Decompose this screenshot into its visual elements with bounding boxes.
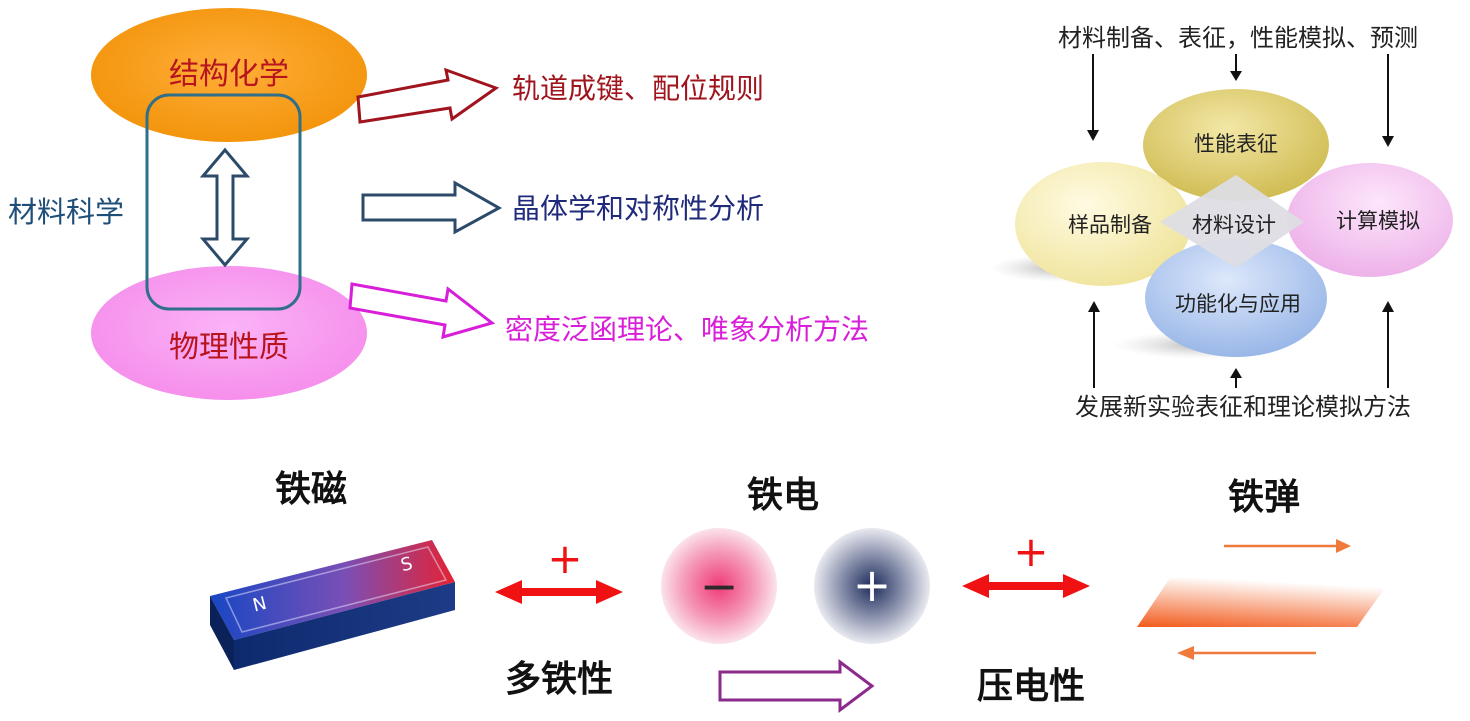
bottom-arrows [1088,301,1394,388]
left-panel: 结构化学 物理性质 材料科学 轨道成键、配位规则 晶体学和对称性分析 密度泛函理… [8,8,869,400]
physical-properties-ellipse [91,266,367,400]
ferromagnetic-label: 铁磁 [275,469,347,510]
arrow-orbital-bonding-icon [356,67,500,124]
multiferroic-label: 多铁性 [505,659,613,700]
structural-chemistry-label: 结构化学 [169,57,289,92]
arrow-crystallography-icon [361,180,503,235]
petal-functionalization [1145,239,1327,357]
magnet-north-label: N [251,593,269,617]
materials-design-diamond [1160,175,1304,268]
physical-properties-label: 物理性质 [169,330,289,365]
petal-characterization-label: 性能表征 [1194,132,1278,156]
bottom-caption: 发展新实验表征和理论模拟方法 [1075,393,1411,421]
negative-charge-sign: − [700,559,739,613]
top-caption: 材料制备、表征，性能模拟、预测 [1058,24,1418,52]
arrow-dft-icon [348,282,496,340]
petal-characterization [1143,89,1329,201]
petal-sample-preparation-label: 样品制备 [1068,213,1152,237]
top-arrows [1087,54,1394,147]
negative-charge-icon [661,528,777,644]
materials-science-frame [145,93,302,311]
positive-charge-icon [814,528,930,644]
magnet-south-label: S [399,553,415,576]
petal-functionalization-label: 功能化与应用 [1175,292,1301,316]
materials-science-label: 材料科学 [8,195,124,229]
vertical-double-arrow-icon [199,147,251,268]
petal-computational-simulation [1287,163,1453,277]
ferroelastic-slab-icon [1137,578,1392,627]
shear-arrows-icon [1177,539,1351,660]
positive-charge-sign: + [853,558,892,612]
dft-analysis-text: 密度泛函理论、唯象分析方法 [505,313,869,346]
petal-computational-simulation-label: 计算模拟 [1336,209,1420,233]
materials-design-label: 材料设计 [1192,213,1276,237]
piezoelectric-label: 压电性 [977,666,1085,707]
right-panel: 材料制备、表征，性能模拟、预测 发展新实验表征和理论模拟方法 [990,24,1453,421]
ferroelastic-label: 铁弹 [1228,477,1300,518]
petal-sample-preparation [1015,162,1191,286]
coupling-arrow-right-icon [962,574,1090,598]
crystallography-text: 晶体学和对称性分析 [512,192,764,225]
plus-sign-left: + [547,534,582,583]
piezo-arrow-icon [718,659,875,713]
bar-magnet-icon: N S [210,540,455,670]
ferroelectric-label: 铁电 [747,475,819,516]
bottom-panel: 铁磁 铁电 铁弹 多铁性 压电性 N S + + − + [210,469,1392,713]
plus-sign-right: + [1013,527,1048,576]
coupling-arrow-left-icon [495,580,623,604]
orbital-bonding-text: 轨道成键、配位规则 [512,72,764,105]
